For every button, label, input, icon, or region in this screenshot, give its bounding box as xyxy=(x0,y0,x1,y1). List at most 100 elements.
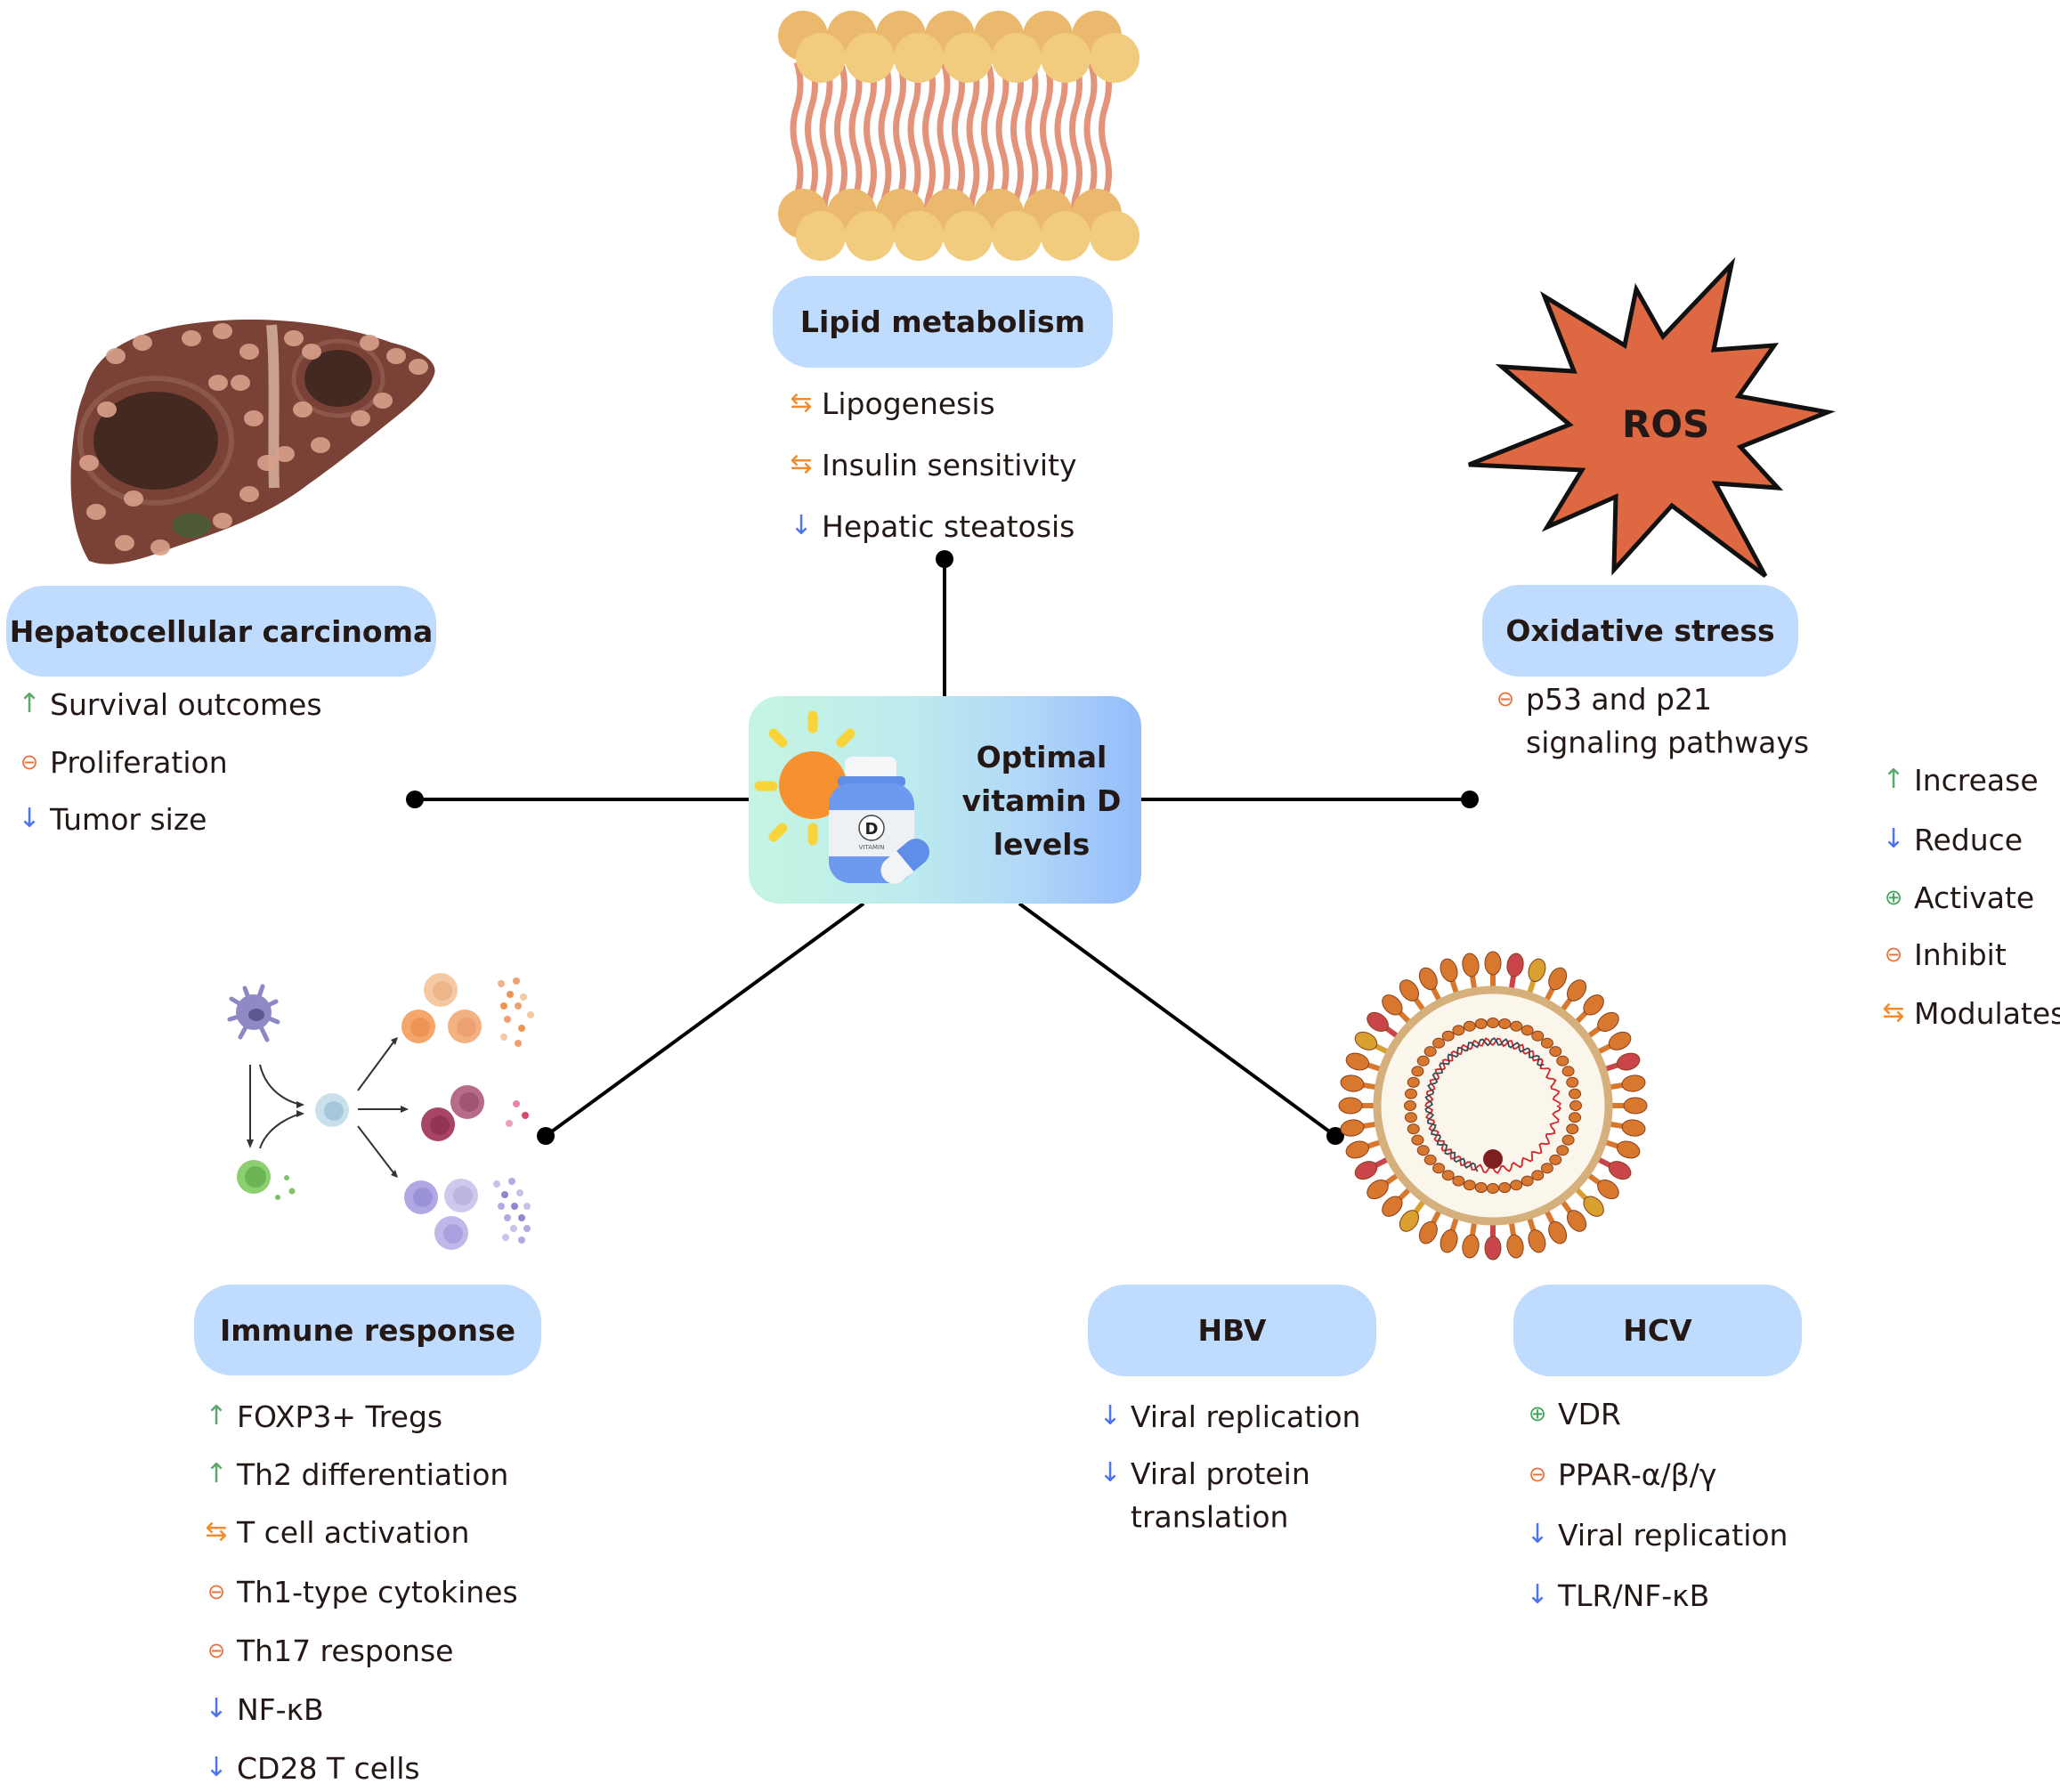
lipid-item: ↓Hepatic steatosis xyxy=(788,506,1075,547)
lipid-head xyxy=(1090,33,1139,83)
cytokine-dot xyxy=(523,1225,531,1232)
virus-spike-head xyxy=(1566,1210,1587,1232)
lipid-head xyxy=(943,33,993,83)
capsid-bead xyxy=(1463,1020,1476,1032)
capsid-bead xyxy=(1474,1018,1488,1029)
hcv-item-label: PPAR-α/β/γ xyxy=(1558,1456,1717,1492)
modulates-icon: ⇆ xyxy=(790,387,813,418)
virus-spike-head xyxy=(1367,1011,1389,1033)
hcv-item-label: Viral replication xyxy=(1558,1517,1788,1553)
immune-item: ⇆T cell activation xyxy=(203,1512,469,1553)
cytokine-dot xyxy=(498,980,505,987)
capsid-bead xyxy=(1566,1076,1579,1088)
tumor-nodule xyxy=(239,486,259,502)
immune-item-label: Th17 response xyxy=(237,1633,454,1668)
viral-rna xyxy=(1424,1037,1561,1174)
increase-icon: ↑ xyxy=(205,1458,228,1489)
virus-spike-head xyxy=(1616,1140,1641,1159)
lipid-head xyxy=(796,211,846,261)
legend-label: Inhibit xyxy=(1914,937,2007,972)
virus-spike-head xyxy=(1484,951,1502,976)
virus-spike-head xyxy=(1462,953,1480,977)
cytokine-dot xyxy=(518,1214,525,1221)
capsid-bead xyxy=(1556,1055,1569,1066)
tumor-nodule xyxy=(257,455,277,471)
lipid-head xyxy=(1041,211,1091,261)
lipid-head xyxy=(943,211,993,261)
cytokine-dot xyxy=(516,1189,523,1196)
tumor-nodule xyxy=(275,446,295,462)
reduce-icon: ↓ xyxy=(1099,1400,1122,1431)
lipid-tail xyxy=(966,61,980,223)
virus-spike-head xyxy=(1382,994,1403,1016)
legend-item-modulates: ⇆Modulates xyxy=(1880,993,2060,1034)
virus-spike-head xyxy=(1418,967,1438,991)
polymerase xyxy=(1483,1149,1503,1169)
capsid-bead xyxy=(1569,1112,1582,1123)
legend-item-reduce: ↓Reduce xyxy=(1880,819,2023,860)
tumor-nodule xyxy=(231,375,250,391)
capsid-bead xyxy=(1407,1076,1420,1088)
cytokine-dot xyxy=(510,1225,517,1232)
lipid-item-label: Lipogenesis xyxy=(822,385,995,421)
reduce-icon: ↓ xyxy=(1882,823,1905,855)
capsid-bead xyxy=(1441,1030,1455,1042)
lipid-item-label: Insulin sensitivity xyxy=(822,447,1077,482)
node-hbv-title: HBV xyxy=(1088,1285,1376,1376)
tumor-nodule xyxy=(133,335,152,351)
hcv-item: ↓TLR/NF-κB xyxy=(1524,1575,1709,1616)
capsid-bead xyxy=(1498,1018,1512,1029)
tumor-nodule xyxy=(208,375,228,391)
immune-item-label: CD28 T cells xyxy=(237,1750,420,1786)
cytokine-dot xyxy=(498,1203,505,1210)
legend-label: Activate xyxy=(1914,880,2035,915)
capsid-bead xyxy=(1404,1112,1417,1123)
tumor-nodule xyxy=(284,330,304,346)
lipid-bilayer-illustration xyxy=(778,11,1139,261)
virus-spike-head xyxy=(1583,1196,1604,1217)
cytokine-dot xyxy=(506,1120,513,1127)
capsid-bead xyxy=(1404,1100,1416,1111)
tumor-nodule xyxy=(351,410,370,426)
capsid-bead xyxy=(1452,1025,1465,1036)
virus-spike-head xyxy=(1418,1220,1438,1245)
virus-spike-head xyxy=(1345,1052,1370,1071)
virus-spike-head xyxy=(1528,1228,1546,1253)
viral-dna xyxy=(1424,1037,1545,1172)
lipid-head xyxy=(894,33,944,83)
cytokine-dot xyxy=(508,1178,515,1185)
tumor-nodule xyxy=(106,348,126,364)
reduce-icon: ↓ xyxy=(205,1693,228,1724)
capsid-bead xyxy=(1566,1123,1579,1135)
cytokine-dot xyxy=(515,1002,522,1010)
legend-item-activate: ⊕Activate xyxy=(1880,877,2034,918)
capsid-bead xyxy=(1561,1134,1575,1146)
immune-item-label: Th1-type cytokines xyxy=(237,1574,518,1610)
lipid-head xyxy=(1041,33,1091,83)
cytokine-dot xyxy=(527,1011,534,1018)
virus-spike-head xyxy=(1354,1031,1378,1050)
connector-dot-oxidative xyxy=(1461,791,1479,808)
reduce-icon: ↓ xyxy=(790,510,813,541)
hcc-item: ⊖ Proliferation xyxy=(16,742,228,782)
legend-label: Modulates xyxy=(1914,995,2060,1031)
oxidative-item-label: p53 and p21 xyxy=(1526,681,1712,717)
tumor-nodule xyxy=(244,410,264,426)
cytokine-dot xyxy=(504,1016,511,1023)
hcc-item-label: Proliferation xyxy=(50,744,228,780)
th1-cells xyxy=(404,1179,478,1250)
inhibit-icon: ⊖ xyxy=(20,750,39,774)
tumor-nodule xyxy=(373,393,393,409)
immune-item: ⊖Th1-type cytokines xyxy=(203,1571,518,1612)
node-oxidative-title: Oxidative stress xyxy=(1482,585,1798,677)
hbv-item: ↓Viral protein xyxy=(1097,1453,1310,1494)
cytokine-dot xyxy=(493,1180,500,1188)
tumor-nodule xyxy=(86,504,106,520)
oxidative-item: ⊖p53 and p21 xyxy=(1492,678,1712,719)
lipid-head xyxy=(992,211,1042,261)
virus-spike-head xyxy=(1608,1161,1632,1180)
capsid-bead xyxy=(1487,1018,1499,1028)
tumor-nodule xyxy=(97,401,117,418)
virus-spike-head xyxy=(1440,958,1458,983)
capsid-bead xyxy=(1423,1154,1437,1165)
